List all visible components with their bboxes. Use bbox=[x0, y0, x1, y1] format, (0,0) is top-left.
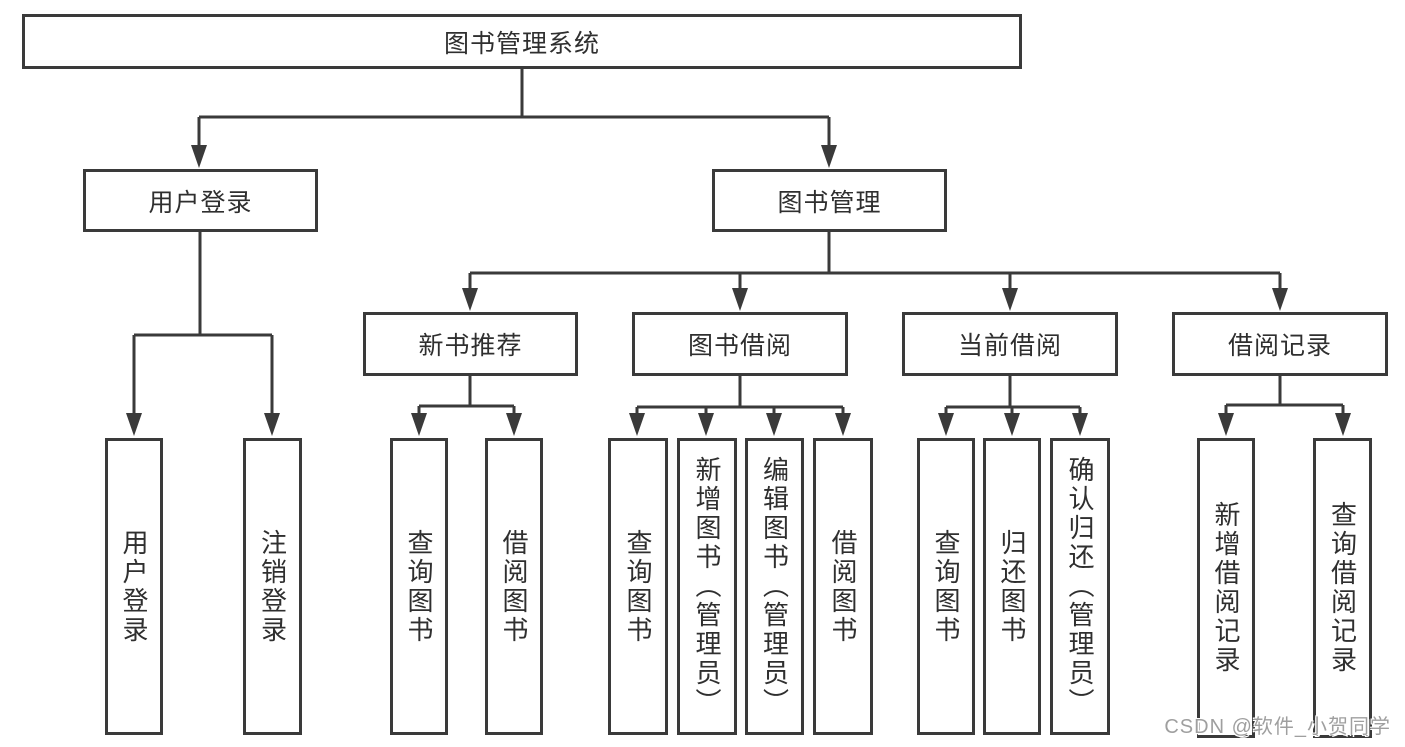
node-book-borrowing: 图书借阅 bbox=[632, 312, 848, 376]
leaf-add-books-admin: 新增图书（管理员） bbox=[677, 438, 737, 735]
leaf-query-borrow-record: 查询借阅记录 bbox=[1313, 438, 1372, 738]
arrowheads bbox=[126, 145, 1351, 436]
node-borrowing-records: 借阅记录 bbox=[1172, 312, 1388, 376]
node-book-management: 图书管理 bbox=[712, 169, 947, 232]
leaf-return-books: 归还图书 bbox=[983, 438, 1041, 735]
node-user-login: 用户登录 bbox=[83, 169, 318, 232]
leaf-confirm-return-admin: 确认归还（管理员） bbox=[1050, 438, 1110, 735]
node-library-management-system: 图书管理系统 bbox=[22, 14, 1022, 69]
leaf-borrow-books: 借阅图书 bbox=[813, 438, 873, 735]
csdn-watermark: CSDN @软件_小贺同学 bbox=[1164, 716, 1391, 738]
leaf-query-books-recommend: 查询图书 bbox=[390, 438, 448, 735]
node-new-book-recommendation: 新书推荐 bbox=[363, 312, 578, 376]
leaf-add-borrow-record: 新增借阅记录 bbox=[1197, 438, 1255, 738]
leaf-query-books-borrowing: 查询图书 bbox=[608, 438, 668, 735]
leaf-borrow-books-recommend: 借阅图书 bbox=[485, 438, 543, 735]
leaf-user-login: 用户登录 bbox=[105, 438, 163, 735]
node-current-borrowing: 当前借阅 bbox=[902, 312, 1118, 376]
leaf-logout: 注销登录 bbox=[243, 438, 302, 735]
leaf-edit-books-admin: 编辑图书（管理员） bbox=[745, 438, 804, 735]
leaf-query-books-current: 查询图书 bbox=[917, 438, 975, 735]
